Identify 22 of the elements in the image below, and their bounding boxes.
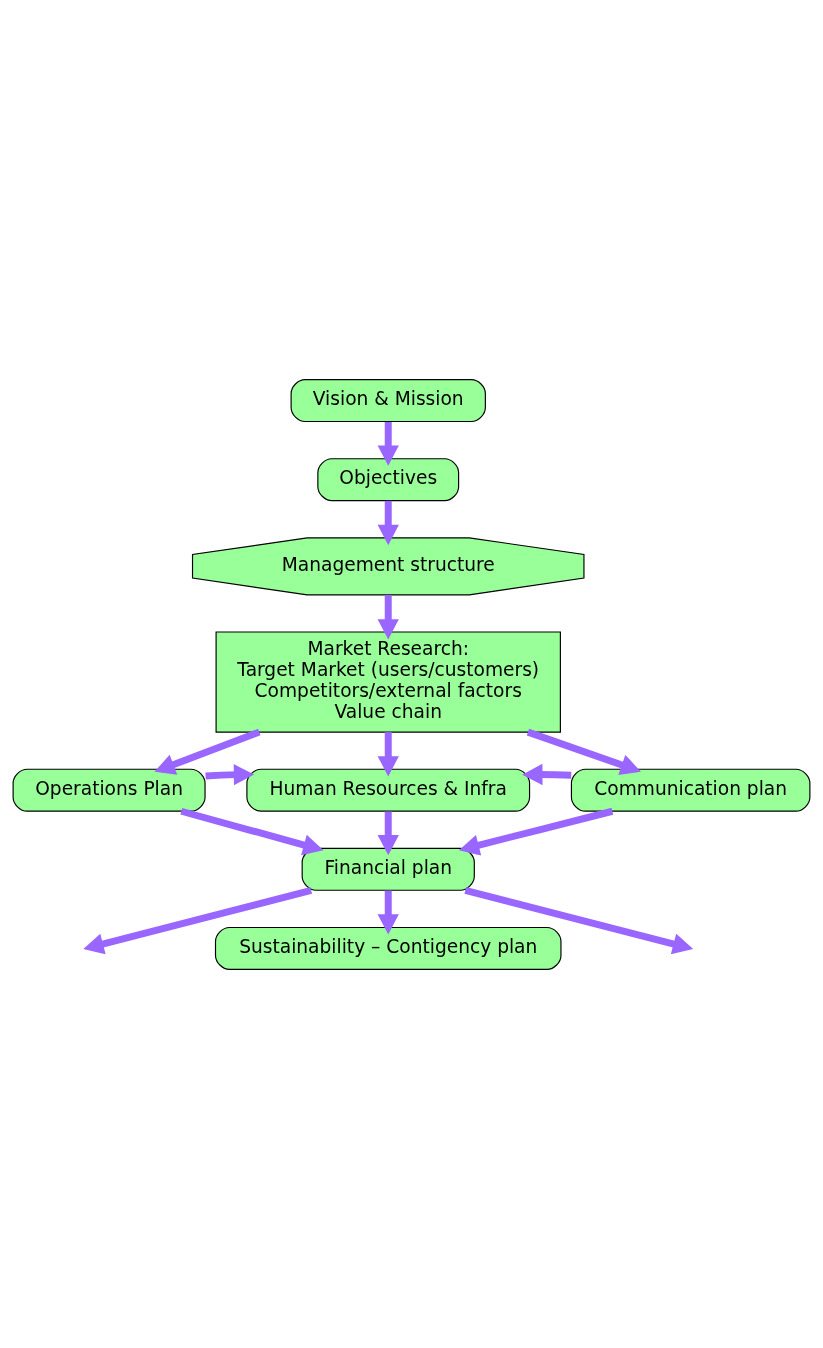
arrow: [180, 807, 324, 855]
arrow: [526, 728, 641, 775]
arrow: [377, 500, 399, 545]
arrow: [205, 763, 255, 785]
node-box: Human Resources & Infra: [246, 768, 531, 812]
arrow: [377, 890, 399, 934]
arrow: [154, 728, 261, 775]
arrow: [377, 811, 399, 855]
arrow: [458, 807, 614, 856]
arrow: [377, 421, 399, 466]
node-box: Operations Plan: [12, 768, 206, 812]
arrow: [464, 886, 694, 954]
arrow: [377, 731, 399, 776]
arrow: [377, 594, 399, 639]
node-box: Financial plan: [301, 847, 475, 891]
node-box: Objectives: [317, 457, 460, 501]
arrow: [522, 763, 572, 785]
node-box: Sustainability – Contigency plan: [214, 926, 562, 970]
node-box: Vision & Mission: [290, 378, 486, 422]
arrow: [83, 886, 313, 954]
node-box: Communication plan: [570, 768, 811, 812]
node-box: Market Research: Target Market (users/customers) Competitors/external factors Value chain: [215, 630, 561, 733]
